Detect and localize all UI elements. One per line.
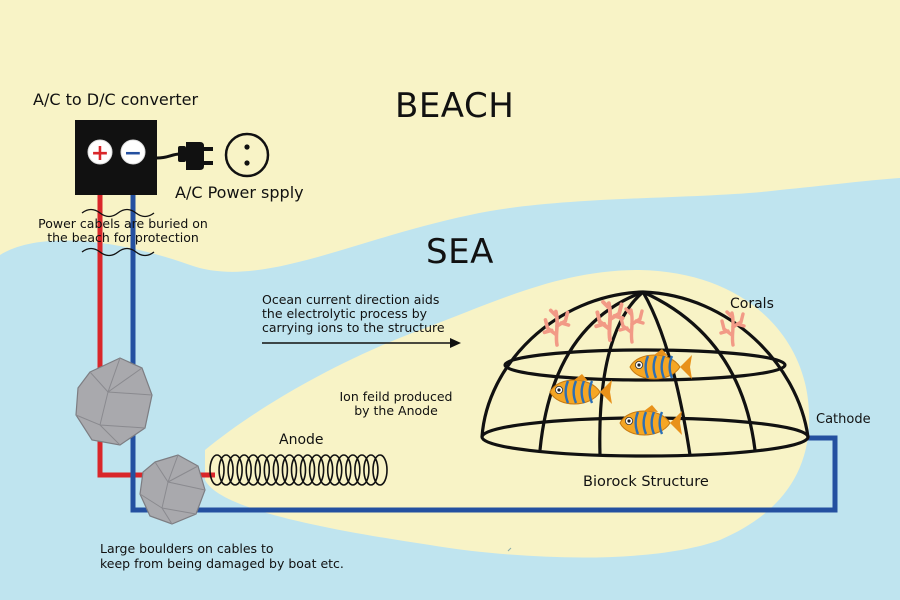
negative-terminal xyxy=(120,139,146,165)
fish-group xyxy=(549,349,692,436)
cable-break-bottom xyxy=(81,247,155,257)
positive-symbol: + xyxy=(91,141,109,166)
anode-label: Anode xyxy=(279,432,324,448)
anode-coil-loop xyxy=(245,454,262,486)
anode-coil-loop xyxy=(308,454,325,486)
boulder-lower xyxy=(139,454,206,525)
anode-coil-loop xyxy=(254,454,271,486)
anode-coil-loop xyxy=(290,454,307,486)
coral-icon xyxy=(719,310,746,347)
positive-terminal xyxy=(87,139,113,165)
current-arrow xyxy=(262,338,461,348)
anode-coil-loop xyxy=(354,454,370,486)
anode-coil-loop xyxy=(218,454,234,486)
anode-coil-loop xyxy=(236,454,252,486)
corals-label: Corals xyxy=(730,296,774,312)
anode-coil-loop xyxy=(209,454,225,486)
boulders-label: Large boulders on cables to keep from be… xyxy=(100,541,344,571)
power-plug-icon xyxy=(178,142,213,170)
sea-label: SEA xyxy=(426,232,494,272)
anode-coil-loop xyxy=(272,454,289,486)
biorock-label: Biorock Structure xyxy=(583,474,709,490)
ion-field-label: Ion feild produced by the Anode xyxy=(339,389,453,418)
anode-coil-loop xyxy=(363,454,379,486)
current-label: Ocean current direction aids the electro… xyxy=(262,292,445,335)
small-mark xyxy=(507,547,512,552)
biorock-dome xyxy=(480,290,810,458)
fish-icon xyxy=(549,374,612,405)
converter-box xyxy=(75,120,157,195)
anode-coil-loop xyxy=(227,454,243,486)
power-supply-label: A/C Power spply xyxy=(175,183,304,202)
ion-field-area xyxy=(205,270,810,558)
boulder-upper xyxy=(75,357,153,446)
anode-coil-loop xyxy=(372,454,388,486)
coral-group xyxy=(542,300,746,347)
beach-label: BEACH xyxy=(395,86,515,126)
power-socket-icon xyxy=(224,132,270,178)
negative-symbol: − xyxy=(124,141,142,166)
cables-buried-label: Power cabels are buried on the beach for… xyxy=(38,216,208,245)
fish-icon xyxy=(629,349,692,380)
cable-break-top xyxy=(81,208,155,218)
anode-coil-loop xyxy=(326,454,343,486)
plug-cord xyxy=(156,152,181,160)
anode-coil-loop xyxy=(281,454,298,486)
coral-icon xyxy=(618,307,645,344)
coral-icon xyxy=(542,308,571,347)
converter-label: A/C to D/C converter xyxy=(33,90,199,109)
fish-icon xyxy=(619,405,682,436)
cathode-label: Cathode xyxy=(816,412,871,427)
anode-coil-loop xyxy=(263,454,280,486)
anode-coil xyxy=(209,454,388,486)
anode-coil-loop xyxy=(317,454,334,486)
anode-coil-loop xyxy=(299,454,316,486)
anode-coil-loop xyxy=(345,454,361,486)
anode-coil-loop xyxy=(335,454,352,486)
